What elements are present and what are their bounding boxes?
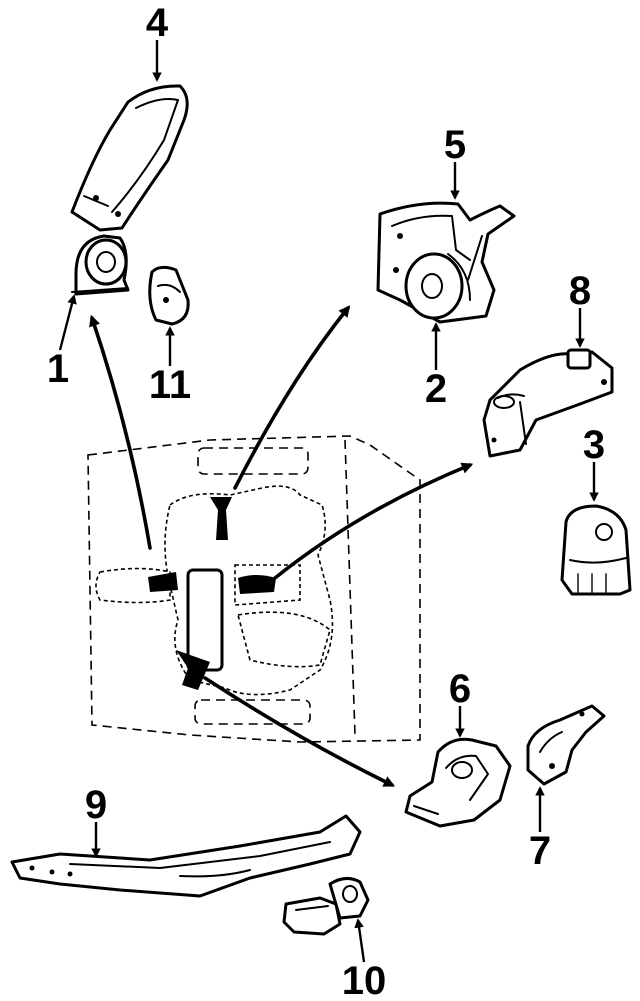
mount-location-markers xyxy=(148,497,276,690)
left-mount-marker xyxy=(148,572,178,592)
part-3-mount xyxy=(560,504,632,596)
callout-5: 5 xyxy=(444,123,466,167)
front-mount-marker xyxy=(210,497,232,540)
rear-mount-marker xyxy=(176,650,210,690)
part-6-mount xyxy=(404,737,512,828)
callout-1: 1 xyxy=(47,347,69,391)
callout-6: 6 xyxy=(449,667,471,711)
callout-8: 8 xyxy=(569,269,591,313)
callout-2: 2 xyxy=(425,367,447,411)
callout-leaders xyxy=(58,40,599,963)
callout-10: 10 xyxy=(342,959,387,1001)
part-1-mount xyxy=(71,234,130,296)
arrow-to-part-6 xyxy=(203,676,396,787)
engine-silhouette xyxy=(95,485,334,696)
vehicle-frame-outline xyxy=(87,435,421,743)
callout-4: 4 xyxy=(146,1,169,45)
part-9-crossmember xyxy=(10,814,362,898)
transmission-tunnel xyxy=(186,568,224,672)
callout-9: 9 xyxy=(85,783,107,827)
part-10-mount xyxy=(282,877,370,936)
callout-3: 3 xyxy=(583,423,605,467)
part-7-bracket xyxy=(526,704,606,786)
part-2-mount xyxy=(404,252,471,320)
arrow-to-part-5 xyxy=(233,305,351,490)
arrow-to-part-1 xyxy=(89,314,152,550)
part-8-mount xyxy=(482,348,614,458)
callout-7: 7 xyxy=(529,829,551,873)
pointer-arrows xyxy=(89,305,474,787)
arrow-to-part-8 xyxy=(273,462,474,580)
part-4-bracket xyxy=(70,84,189,232)
callout-numbers: 4 1 11 5 2 8 3 6 7 9 10 xyxy=(47,1,605,1001)
part-11-mount xyxy=(148,265,190,326)
right-mount-marker xyxy=(238,575,276,594)
callout-11: 11 xyxy=(149,363,191,407)
